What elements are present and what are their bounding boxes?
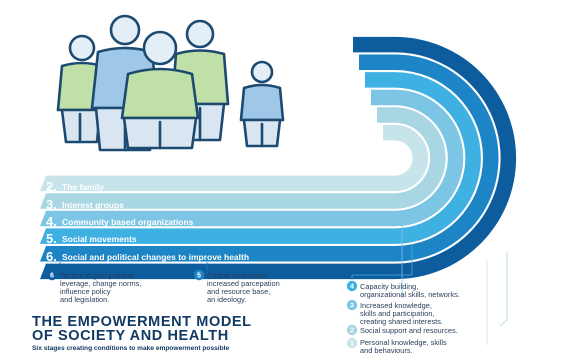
person-figure-5 (239, 60, 285, 148)
stage-3-label: Interest groups (62, 200, 124, 210)
badge-1 (346, 337, 358, 349)
title-line-2: OF SOCIETY AND HEALTH (32, 328, 229, 344)
description-2-line-1: Social support and resources. (360, 326, 458, 335)
stage-5-label: Social movements (62, 234, 137, 244)
description-4: 4 Capacity building, organizational skil… (346, 280, 460, 299)
connector-lines (59, 214, 508, 345)
description-4-line-1: Capacity building, (360, 282, 418, 291)
description-3-line-3: creating shared interests. (360, 317, 443, 326)
description-5-line-2: increased parcepation (207, 279, 280, 288)
description-6-line-3: influence policy (60, 287, 111, 296)
badge-5-number: 5 (197, 273, 201, 280)
description-6-line-2: leverage, change norms, (60, 279, 141, 288)
description-5-line-1: Critical awareness, (207, 271, 269, 280)
stage-3-number: 3. (46, 197, 57, 212)
stage-4-band (40, 72, 481, 244)
description-5-line-4: an ideology. (207, 295, 246, 304)
description-5-line-3: and resource base, (207, 287, 270, 296)
description-3-line-2: skills and participation, (360, 309, 434, 318)
badge-3-number: 3 (350, 303, 354, 310)
title-block: THE EMPOWERMENT MODEL OF SOCIETY AND HEA… (32, 314, 252, 352)
stage-2-label: The family (62, 182, 104, 192)
description-3: 3 Increased knowledge, skills and partic… (346, 299, 443, 326)
description-6-line-4: and legislation. (60, 295, 109, 304)
badge-2-number: 2 (350, 328, 354, 335)
badge-4 (346, 280, 358, 292)
badge-6-number: 6 (50, 273, 54, 280)
stage-6-label: Social and political changes to improve … (62, 252, 249, 262)
description-1: 1 Personal knowledge, skills and behavio… (346, 337, 447, 355)
stage-4-number: 4. (46, 214, 57, 229)
stage-arcs (40, 36, 517, 280)
description-5: 5 Critical awareness, increased parcepat… (193, 269, 280, 304)
stage-1-band (40, 124, 429, 192)
stage-1-number: 1. (46, 161, 57, 176)
stage-5-number: 5. (46, 231, 57, 246)
description-6-line-1: Tactics to gain political (60, 271, 134, 280)
description-6: 6 Tactics to gain political leverage, ch… (46, 269, 141, 304)
description-3-line-1: Increased knowledge, (360, 301, 432, 310)
stage-6-number: 6. (46, 249, 57, 264)
person-figure-4 (120, 30, 200, 150)
stage-4-label: Community based organizations (62, 217, 194, 227)
description-4-line-2: organizational skills, networks. (360, 290, 460, 299)
stage-3-band (40, 89, 464, 227)
stage-2-band (40, 107, 446, 209)
title-line-1: THE EMPOWERMENT MODEL (32, 314, 252, 330)
badge-5 (193, 269, 205, 281)
description-2: 2 Social support and resources. (346, 324, 458, 336)
connector-2 (499, 252, 508, 327)
description-1-line-1: Personal knowledge, skills (360, 338, 447, 347)
stage-2-number: 2. (46, 179, 57, 194)
badge-4-number: 4 (350, 284, 354, 291)
badge-6 (46, 269, 58, 281)
stage-5-band (40, 54, 499, 262)
badge-2 (346, 324, 358, 336)
subtitle: Six stages creating conditions to make e… (32, 345, 229, 352)
stage-labels: 1. The individual 2. The family 3. Inter… (46, 161, 249, 264)
people-illustration (56, 14, 285, 152)
badge-1-number: 1 (350, 341, 354, 348)
connector-4 (351, 244, 413, 280)
description-1-line-2: and behaviours. (360, 346, 413, 355)
badge-3 (346, 299, 358, 311)
stage-1-label: The individual (62, 164, 119, 174)
